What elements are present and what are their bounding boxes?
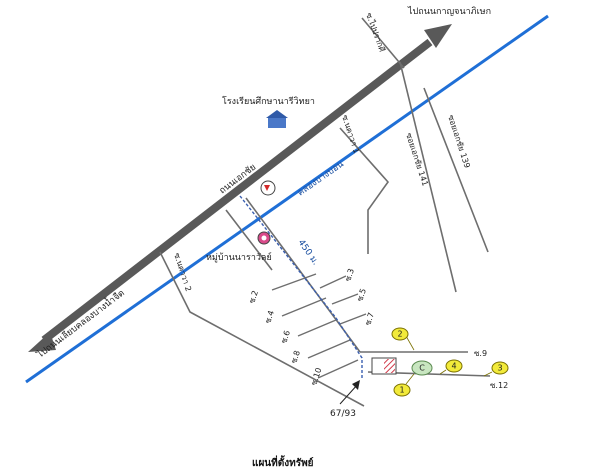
green-landmark-label: C bbox=[419, 364, 425, 373]
top-right-arrow-label: ไปถนนกาญจนาภิเษก bbox=[407, 6, 491, 17]
soi-12-label: ซ.12 bbox=[490, 381, 508, 390]
arrow-top-right-icon bbox=[424, 24, 452, 48]
road-village-connector bbox=[225, 209, 273, 271]
bottom-left-arrow-label: ไปถนนเลียบคลองบางน้ำจืด bbox=[33, 286, 127, 361]
route-arrow-line bbox=[339, 383, 359, 405]
soi-3-label: ซ.3 bbox=[343, 267, 356, 282]
badge-4-leader bbox=[439, 369, 447, 375]
badge-1 bbox=[393, 383, 411, 397]
soi-4-road bbox=[281, 297, 327, 317]
ptt-station-icon bbox=[260, 180, 276, 196]
soi-4-label: ซ.4 bbox=[263, 309, 276, 324]
map-title: แผนที่ตั้งทรัพย์ bbox=[252, 455, 314, 469]
soi-3-road bbox=[319, 275, 347, 289]
canal-line bbox=[25, 14, 549, 384]
property-hatch bbox=[384, 359, 395, 373]
soi-2-road bbox=[271, 273, 317, 291]
route-pointer-icon bbox=[352, 380, 360, 390]
badge-4 bbox=[445, 359, 463, 373]
badge-2-leader bbox=[405, 335, 415, 351]
school-label: โรงเรียนศึกษานารีวิทยา bbox=[222, 96, 315, 107]
soi-6-label: ซ.6 bbox=[279, 329, 292, 344]
soi-ekachai-141-label: ซอยเอกชัย 141 bbox=[404, 132, 430, 187]
village-icon bbox=[257, 231, 271, 245]
route-path bbox=[239, 195, 363, 378]
soi-5-road bbox=[331, 293, 359, 305]
canal-label: คลองบางบอน bbox=[296, 159, 346, 198]
property-number-label: 67/93 bbox=[330, 409, 356, 419]
soi-8-label: ซ.8 bbox=[289, 349, 302, 364]
soi-nakorn-2-road bbox=[159, 251, 365, 407]
badge-2-label: 2 bbox=[397, 330, 402, 339]
soi-2-label: ซ.2 bbox=[247, 289, 260, 304]
soi-9-label: ซ.9 bbox=[474, 349, 487, 358]
soi-7-road bbox=[339, 313, 367, 325]
badge-3-label: 3 bbox=[497, 364, 502, 373]
badge-2 bbox=[391, 327, 409, 341]
soi-paipraek-label: ซ.ไปปรากศี bbox=[364, 12, 386, 53]
badge-3-leader bbox=[483, 371, 493, 377]
badge-1-leader bbox=[405, 373, 415, 385]
badge-1-label: 1 bbox=[399, 386, 404, 395]
village-label: หมู่บ้านนาราวัลย์ bbox=[206, 251, 272, 263]
soi-ekachai-141-road bbox=[399, 61, 457, 293]
soi-nakorn-1-road bbox=[339, 127, 390, 254]
arrow-bottom-left-icon bbox=[28, 332, 56, 352]
soi-nakorn-1-label: ซ.นคาวา 1 bbox=[340, 114, 361, 155]
soi-nakorn-2-label: ซ.นคาวา 2 bbox=[172, 252, 193, 293]
badge-3 bbox=[491, 361, 509, 375]
soi-6-road bbox=[297, 319, 337, 337]
distance-label: 450 ม. bbox=[296, 238, 321, 267]
soi-10-road bbox=[317, 359, 359, 379]
soi-ekachai-139-road bbox=[423, 87, 489, 253]
soi-ekachai-139-label: ซอยเอกชัย 139 bbox=[446, 114, 472, 169]
soi-7-label: ซ.7 bbox=[363, 311, 376, 326]
badge-4-label: 4 bbox=[451, 362, 456, 371]
school-icon bbox=[266, 110, 288, 128]
soi-8-road bbox=[307, 339, 351, 359]
soi-paipraek-road bbox=[361, 17, 405, 69]
green-landmark-icon bbox=[411, 360, 433, 376]
main-road bbox=[41, 38, 433, 344]
soi-5-label: ซ.5 bbox=[355, 287, 368, 302]
